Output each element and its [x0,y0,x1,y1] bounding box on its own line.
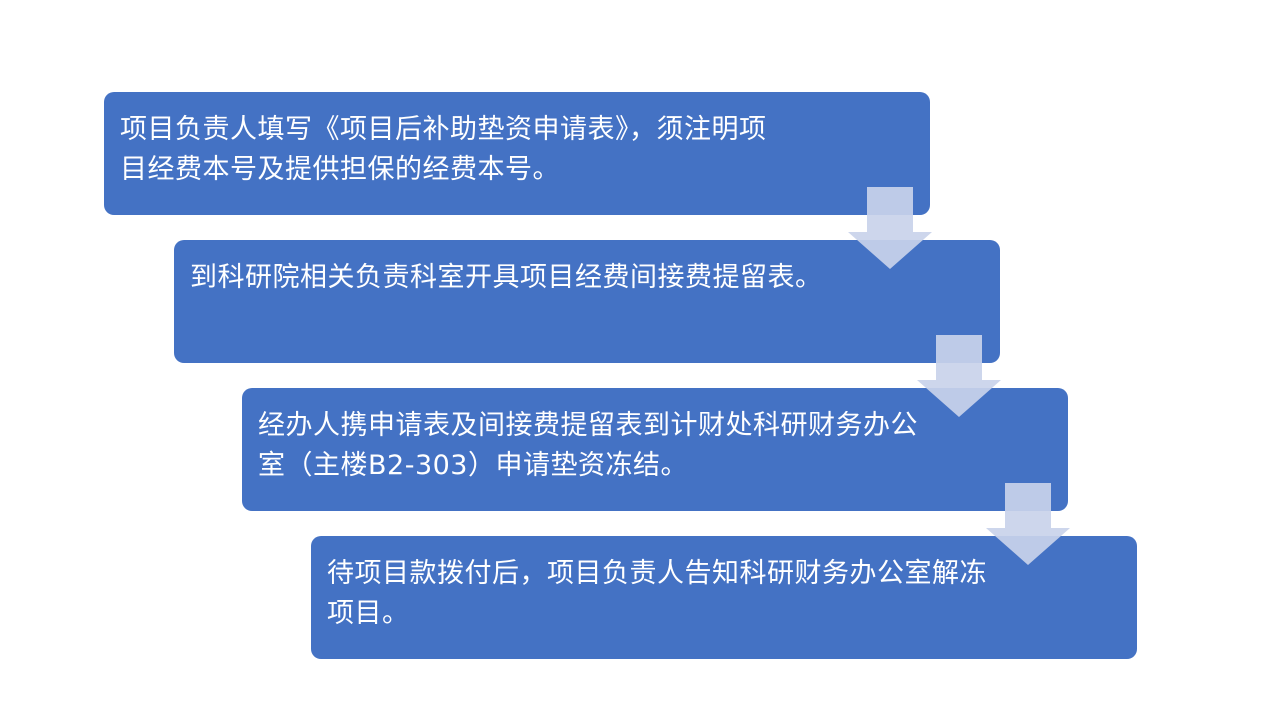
step-2-text: 到科研院相关负责科室开具项目经费间接费提留表。 [190,262,823,293]
down-arrow-icon [917,335,1001,417]
down-arrow-icon [848,187,932,269]
step-2-box: 到科研院相关负责科室开具项目经费间接费提留表。 [174,240,1000,363]
step-4-box: 待项目款拨付后，项目负责人告知科研财务办公室解冻项目。 [311,536,1137,659]
down-arrow-icon [986,483,1070,565]
step-1-text: 项目负责人填写《项目后补助垫资申请表》，须注明项目经费本号及提供担保的经费本号。 [120,114,767,185]
step-1-box: 项目负责人填写《项目后补助垫资申请表》，须注明项目经费本号及提供担保的经费本号。 [104,92,930,215]
step-4-text: 待项目款拨付后，项目负责人告知科研财务办公室解冻项目。 [327,558,987,629]
step-3-text: 经办人携申请表及间接费提留表到计财处科研财务办公室（主楼B2-303）申请垫资冻… [258,410,918,481]
step-3-box: 经办人携申请表及间接费提留表到计财处科研财务办公室（主楼B2-303）申请垫资冻… [242,388,1068,511]
